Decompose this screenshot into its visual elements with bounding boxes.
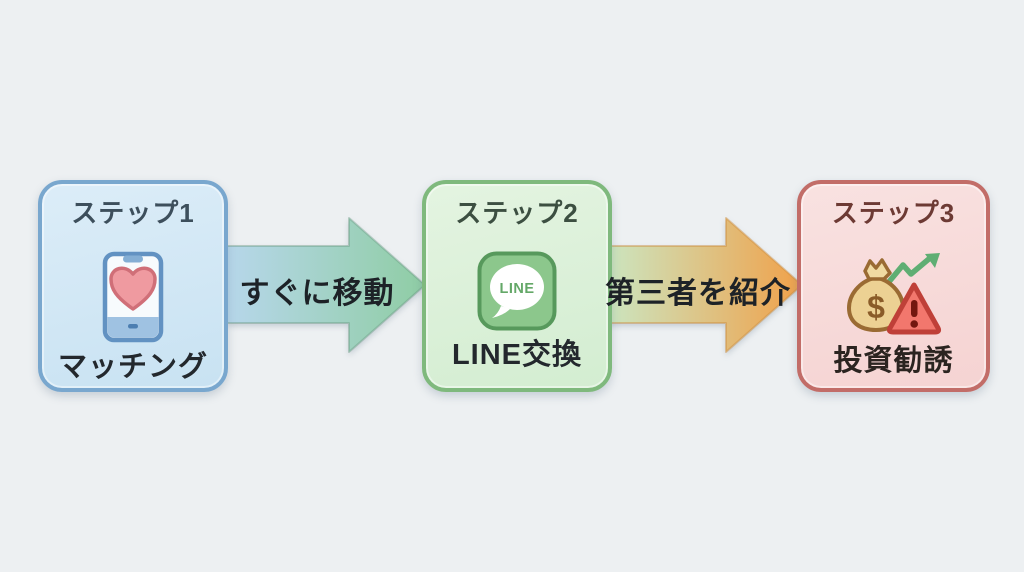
- exclamation-dot: [909, 319, 918, 328]
- block-arrow-shape: [227, 217, 426, 353]
- money-bag-body: [846, 275, 905, 332]
- trend-arrow-line: [884, 255, 933, 286]
- step-1-label: マッチング: [57, 350, 208, 383]
- step-3-label: 投資勧誘: [833, 344, 954, 377]
- speech-bubble-tail: [492, 305, 510, 318]
- arrow-step1-to-step2: [227, 217, 426, 353]
- step-1-title: ステップ1: [71, 198, 195, 228]
- block-arrow-shape: [606, 217, 803, 353]
- step-2-label: LINE交換: [451, 338, 583, 371]
- exclamation-bar: [910, 299, 917, 317]
- step-3-card: ステップ3 $ 投資勧誘: [797, 180, 990, 392]
- step-2-card: ステップ2 LINE LINE交換: [422, 180, 612, 392]
- phone-home-dash: [128, 323, 138, 329]
- arrow-step2-to-step3: [606, 217, 803, 353]
- line-app-icon: LINE: [477, 251, 557, 331]
- phone-heart-icon: [102, 251, 164, 343]
- heart-shape: [109, 266, 157, 311]
- step-1-card: ステップ1 マッチング: [38, 180, 228, 392]
- dollar-sign: $: [867, 289, 885, 325]
- arrow-1-label: すぐに移動: [239, 277, 395, 310]
- money-bag-tie: [862, 258, 892, 281]
- phone-notch: [123, 255, 143, 263]
- speech-bubble: [490, 263, 544, 310]
- money-bag-warning-icon: $: [842, 251, 946, 337]
- arrow-2-label: 第三者を紹介: [605, 277, 791, 310]
- trend-arrow-head: [924, 252, 940, 268]
- line-logo-text: LINE: [499, 281, 534, 297]
- step-3-title: ステップ3: [831, 198, 956, 228]
- step-2-title: ステップ2: [455, 198, 579, 228]
